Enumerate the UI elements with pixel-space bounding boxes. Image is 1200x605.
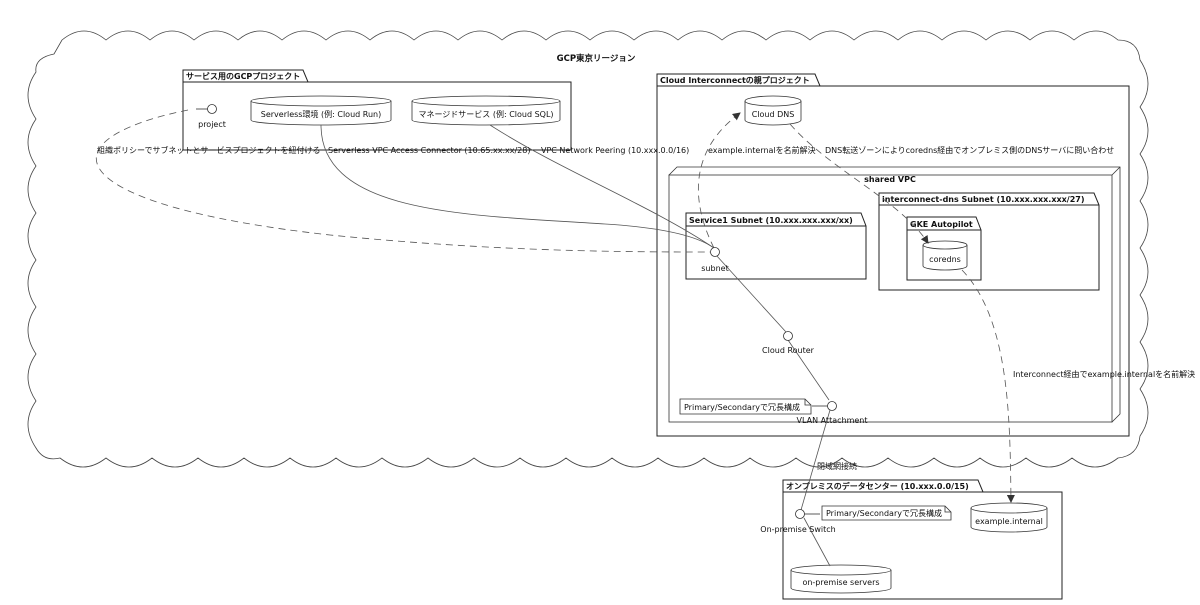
onprem-servers-database: on-premise servers xyxy=(790,564,892,594)
example-internal-label: example.internal xyxy=(975,517,1043,526)
subnet-label: subnet xyxy=(701,264,728,273)
service1-subnet-title: Service1 Subnet (10.xxx.xxx.xxx/xx) xyxy=(689,216,853,225)
label-org-policy: 組織ポリシーでサブネットとサービスプロジェクトを紐付ける xyxy=(97,145,321,155)
cloud-router-label: Cloud Router xyxy=(762,346,815,355)
gke-title: GKE Autopilot xyxy=(910,220,973,229)
label-dns-forward: DNS転送ゾーンによりcoredns経由でオンプレミス側のDNSサーバに問い合わ… xyxy=(825,145,1114,155)
label-name-resolve: example.internalを名前解決 xyxy=(708,145,816,155)
vlan-label: VLAN Attachment xyxy=(796,416,867,425)
region-label: GCP東京リージョン xyxy=(557,53,636,64)
cloud-router-interface: Cloud Router xyxy=(762,331,815,355)
label-closed-network: 閉域網接続 xyxy=(817,461,857,471)
example-internal-database: example.internal xyxy=(970,502,1048,533)
label-interconnect-resolve: Interconnect経由でexample.internalを名前解決 xyxy=(1013,369,1195,379)
subnet-interface: subnet xyxy=(701,247,729,273)
label-serverless-connector: Serverless VPC Access Connector (10.65.x… xyxy=(328,146,530,155)
coredns-label: coredns xyxy=(929,255,961,264)
switch-label: On-premise Switch xyxy=(760,525,835,534)
onprem-switch-interface: On-premise Switch xyxy=(760,509,836,534)
service1-subnet-package: Service1 Subnet (10.xxx.xxx.xxx/xx) xyxy=(685,212,867,280)
serverless-database: Serverless環境 (例: Cloud Run) xyxy=(250,95,392,126)
project-interface: project xyxy=(196,104,226,129)
edge-serverless-connector xyxy=(320,124,715,249)
vlan-attachment-interface: VLAN Attachment xyxy=(796,401,868,425)
cloud-dns-label: Cloud DNS xyxy=(752,110,795,119)
managed-service-database: マネージドサービス (例: Cloud SQL) xyxy=(411,95,561,126)
edge-interconnect-resolve xyxy=(961,269,1015,503)
onprem-title: オンプレミスのデータセンター (10.xxx.0.0/15) xyxy=(786,481,969,491)
edge-router-vlan xyxy=(787,339,830,401)
edge-name-resolve xyxy=(698,112,741,249)
switch-note-text: Primary/Secondaryで冗長構成 xyxy=(826,508,942,518)
managed-label: マネージドサービス (例: Cloud SQL) xyxy=(418,109,553,119)
edge-switch-servers xyxy=(803,517,831,567)
coredns-database: coredns xyxy=(922,240,968,271)
serverless-label: Serverless環境 (例: Cloud Run) xyxy=(261,109,381,119)
cloud-dns-database: Cloud DNS xyxy=(744,95,802,126)
dns-subnet-title: interconnect-dns Subnet (10.xxx.xxx.xxx/… xyxy=(882,195,1085,204)
label-vpc-peering: VPC Network Peering (10.xxx.0.0/16) xyxy=(541,146,689,155)
interconnect-project-title: Cloud Interconnectの親プロジェクト xyxy=(660,75,810,85)
edge-closed-network xyxy=(800,409,831,511)
project-label: project xyxy=(198,120,226,129)
shared-vpc-title: shared VPC xyxy=(864,175,916,184)
vlan-note-text: Primary/Secondaryで冗長構成 xyxy=(684,402,800,412)
edge-subnet-router xyxy=(715,254,787,333)
edge-vpc-peering xyxy=(489,124,715,249)
service-project-title: サービス用のGCPプロジェクト xyxy=(186,71,300,81)
onprem-servers-label: on-premise servers xyxy=(802,578,879,587)
vlan-note: Primary/Secondaryで冗長構成 xyxy=(679,398,812,415)
switch-note: Primary/Secondaryで冗長構成 xyxy=(821,505,952,521)
